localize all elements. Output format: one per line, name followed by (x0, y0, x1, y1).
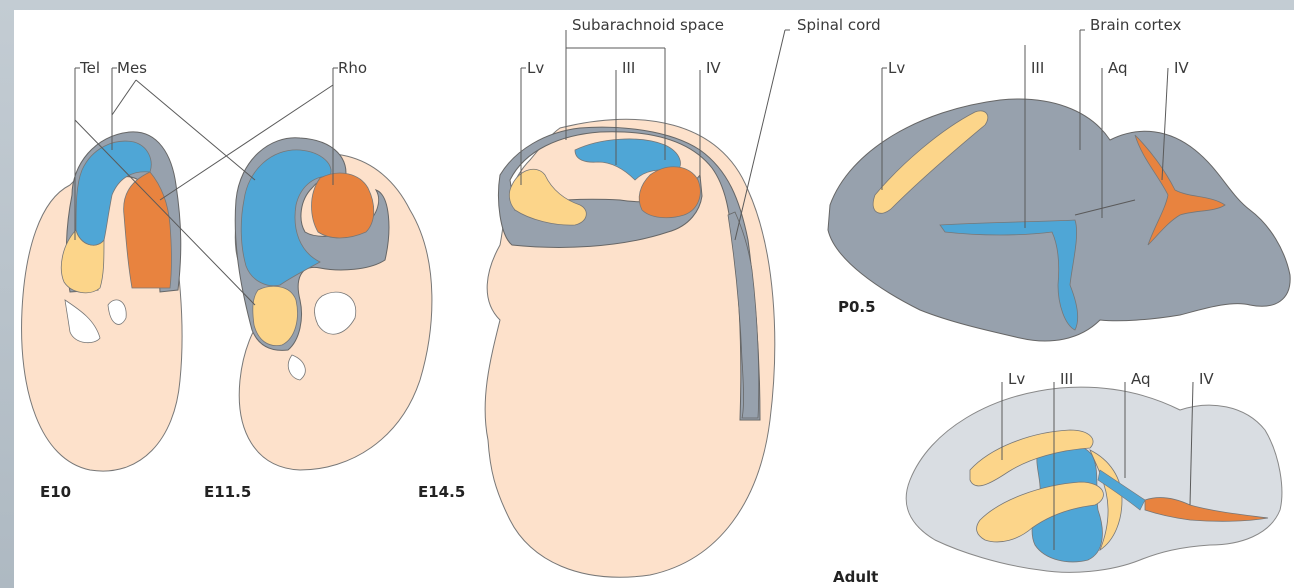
label-p0-5-lv: Lv (888, 59, 905, 77)
label-adult-iii: III (1060, 370, 1073, 388)
stage-e10: E10 (40, 483, 71, 501)
label-tel: Tel (79, 59, 100, 77)
label-mes: Mes (117, 59, 147, 77)
label-e14-5-iv: IV (706, 59, 721, 77)
label-p0-5-aq: Aq (1108, 59, 1128, 77)
label-p0-5-iv: IV (1174, 59, 1189, 77)
label-subarachnoid-space: Subarachnoid space (572, 16, 724, 34)
e11-5-rhombencephalon (312, 173, 374, 238)
label-adult-aq: Aq (1131, 370, 1151, 388)
label-adult-iv: IV (1199, 370, 1214, 388)
stage-e11-5: E11.5 (204, 483, 251, 501)
e11-5-telencephalon (253, 286, 298, 345)
label-e14-5-lv: Lv (527, 59, 544, 77)
stage-e14-5: E14.5 (418, 483, 465, 501)
embryo-e11-5 (235, 138, 432, 470)
label-e14-5-iii: III (622, 59, 635, 77)
label-adult-lv: Lv (1008, 370, 1025, 388)
embryo-e10 (22, 132, 183, 471)
brain-adult (906, 387, 1282, 572)
label-brain-cortex: Brain cortex (1090, 16, 1182, 34)
brain-p0-5 (828, 99, 1290, 341)
label-p0-5-iii: III (1031, 59, 1044, 77)
stage-adult: Adult (833, 568, 878, 586)
stage-p0-5: P0.5 (838, 298, 876, 316)
label-spinal-cord: Spinal cord (797, 16, 881, 34)
embryo-e14-5 (485, 119, 775, 577)
p0-5-brain (828, 99, 1290, 341)
label-rho: Rho (338, 59, 367, 77)
